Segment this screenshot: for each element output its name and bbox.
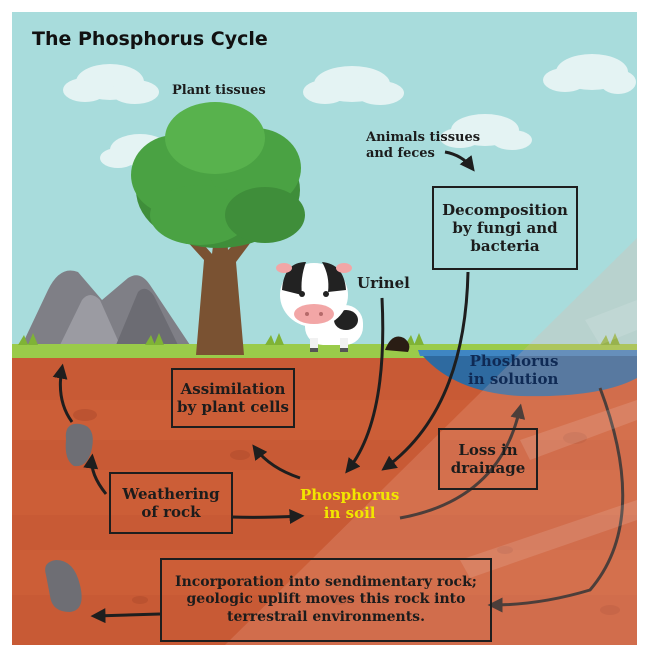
label-phosphorus-in-solution: Phoshorus in solution — [468, 352, 558, 389]
arrow-weathering-to-soil — [232, 516, 300, 517]
box-weathering: Weathering of rock — [109, 472, 233, 534]
box-decomposition-text: Decomposition by fungi and bacteria — [442, 201, 568, 256]
label-animal-tissues: Animals tissues and feces — [366, 130, 480, 162]
box-loss-in-drainage-text: Loss in drainage — [451, 441, 525, 478]
box-decomposition: Decomposition by fungi and bacteria — [432, 186, 578, 270]
label-plant-tissues: Plant tissues — [172, 83, 266, 99]
label-phosphorus-in-soil: Phosphorus in soil — [300, 486, 399, 523]
box-assimilation: Assimilation by plant cells — [171, 368, 295, 428]
page-title: The Phosphorus Cycle — [32, 28, 268, 51]
box-incorporation-text: Incorporation into sendimentary rock; ge… — [175, 574, 477, 625]
box-incorporation: Incorporation into sendimentary rock; ge… — [160, 558, 492, 642]
box-assimilation-text: Assimilation by plant cells — [177, 380, 289, 417]
box-weathering-text: Weathering of rock — [122, 485, 219, 522]
label-urine: Urinel — [357, 274, 410, 292]
box-loss-in-drainage: Loss in drainage — [438, 428, 538, 490]
arrow-incorporation-to-rock — [95, 614, 160, 616]
